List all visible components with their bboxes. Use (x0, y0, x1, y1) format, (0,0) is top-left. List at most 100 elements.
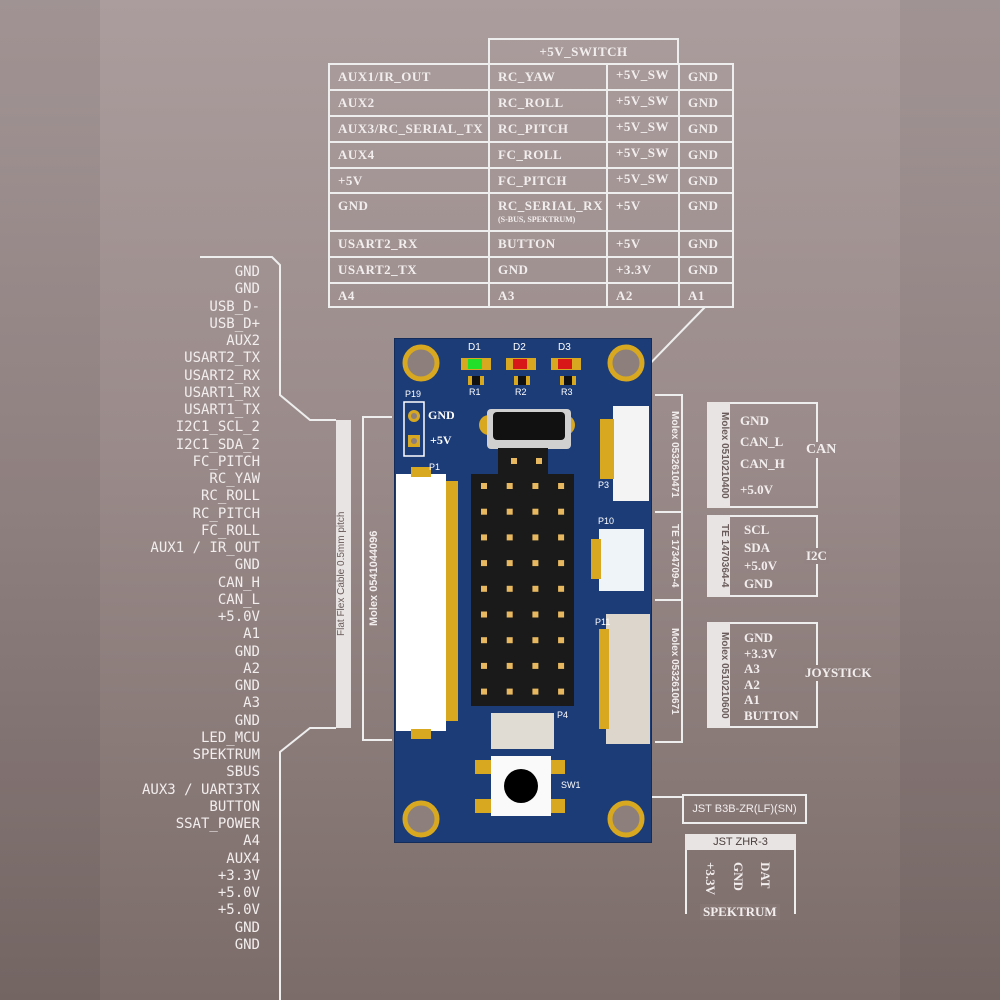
table-cell: A3 (498, 288, 515, 303)
p4-connector (491, 713, 554, 749)
p11-connector (599, 614, 650, 744)
header-pin (511, 458, 517, 464)
pin-header (471, 448, 574, 706)
mounting-holes (402, 344, 645, 838)
header-pin (506, 662, 513, 669)
header-pin (532, 508, 539, 515)
flex-pin-label: AUX4 (226, 850, 260, 867)
flex-pin-label: +5.0V (217, 902, 260, 919)
header-pin (558, 637, 565, 644)
flex-pin-label: USB_D- (209, 298, 260, 315)
flex-pin-label: USART2_TX (184, 350, 260, 367)
flex-pin-label: RC_PITCH (192, 505, 260, 522)
table-row-divider (328, 167, 734, 169)
table-cell: BUTTON (498, 236, 556, 251)
header-pin (558, 688, 565, 695)
flex-pin-label: SPEKTRUM (192, 747, 260, 763)
flex-pin-label: A2 (243, 660, 260, 677)
usb-connector (479, 409, 575, 449)
header-pin (532, 560, 539, 567)
joystick-title: JOYSTICK (803, 665, 874, 681)
table-cell: RC_YAW (498, 69, 556, 84)
flex-pin-label: SSAT_POWER (175, 816, 260, 832)
table-cell: AUX4 (338, 147, 375, 162)
flex-pin-label: FC_ROLL (200, 522, 260, 539)
header-pin (558, 534, 565, 541)
led-1 (468, 359, 482, 369)
flex-pin-label: SBUS (226, 764, 260, 781)
led-2 (513, 359, 527, 369)
i2c-part-label: TE 1470364-4 (707, 515, 730, 597)
p1-label: P1 (429, 462, 441, 472)
table-cell: RC_PITCH (498, 121, 569, 136)
header-pin (506, 483, 513, 489)
flex-pin-label: I2C1_SCL_2 (175, 419, 260, 436)
table-cell: GND (688, 198, 719, 213)
spektrum-pin: GND (731, 862, 746, 891)
header-pin (558, 483, 565, 489)
table-row-divider (328, 141, 734, 143)
table-cell: +5V_SW (616, 145, 670, 160)
table-cell: A2 (616, 288, 633, 303)
header-pin (506, 688, 513, 695)
p19-label: P19 (405, 389, 422, 399)
flex-pin-label: LED_MCU (200, 729, 260, 746)
flex-pin-label: GND (234, 557, 260, 574)
table-cell: A4 (338, 288, 355, 303)
resistor-label-r1: R1 (469, 387, 481, 397)
flex-pin-label: A1 (243, 626, 260, 643)
table-cell: AUX2 (338, 95, 375, 110)
header-pin (481, 637, 487, 644)
header-pin (481, 508, 487, 515)
header-pin (558, 611, 565, 618)
can-title: CAN (804, 442, 839, 458)
flex-pin-label: USB_D+ (209, 315, 260, 332)
can-pin: GND (740, 413, 769, 428)
flex-pin-label: RC_YAW (209, 471, 260, 487)
i2c-pin: SDA (744, 540, 771, 555)
can-pin: CAN_H (740, 456, 785, 471)
flex-pin-label: GND (234, 643, 260, 660)
background-edge-right (900, 0, 1000, 1000)
i2c-pin: SCL (744, 522, 770, 537)
header-pin (558, 508, 565, 515)
table-cell: GND (688, 173, 719, 188)
joystick-pin: A3 (744, 661, 760, 676)
joystick-pin: BUTTON (744, 707, 799, 723)
flex-pin-label: A4 (243, 833, 260, 850)
p1-part-label: Molex 0541044096 (368, 530, 380, 627)
led-label-d2: D2 (513, 342, 526, 353)
table-frame (328, 63, 734, 308)
header-pin (481, 611, 487, 618)
flex-pin-label: GND (234, 936, 260, 953)
table-cell: +5V (338, 173, 363, 188)
header-pin (532, 585, 539, 592)
table-cell: GND (688, 69, 719, 84)
flex-pin-label: GND (234, 678, 260, 694)
p10-connector (591, 529, 644, 591)
mounting-hole (402, 800, 440, 838)
flex-pin-label: +3.3V (217, 867, 260, 884)
header-pin (558, 560, 565, 567)
i2c-pin: GND (744, 576, 773, 591)
p19-gnd-label: GND (428, 408, 455, 422)
table-cell: RC_ROLL (498, 95, 564, 110)
joystick-pin: A1 (744, 692, 760, 707)
flex-pin-label: GND (234, 712, 260, 729)
header-pin (481, 534, 487, 541)
table-row-divider (328, 89, 734, 91)
mounting-hole (607, 344, 645, 382)
flex-pin-label: AUX3 / UART3TX (141, 781, 260, 798)
header-body (471, 474, 574, 706)
flex-pin-label: CAN_H (217, 574, 260, 591)
p19-5v-label: +5V (430, 433, 452, 447)
table-column-divider (606, 63, 608, 308)
joystick-pin: A2 (744, 676, 760, 692)
joystick-part-label: Molex 0510210600 (707, 622, 730, 728)
header-pin (481, 560, 487, 567)
p19-header (403, 401, 425, 457)
table-cell: +5V_SW (616, 171, 670, 186)
table-cell: USART2_RX (338, 236, 418, 251)
table-cell: GND (688, 147, 719, 162)
header-pin (532, 637, 539, 644)
